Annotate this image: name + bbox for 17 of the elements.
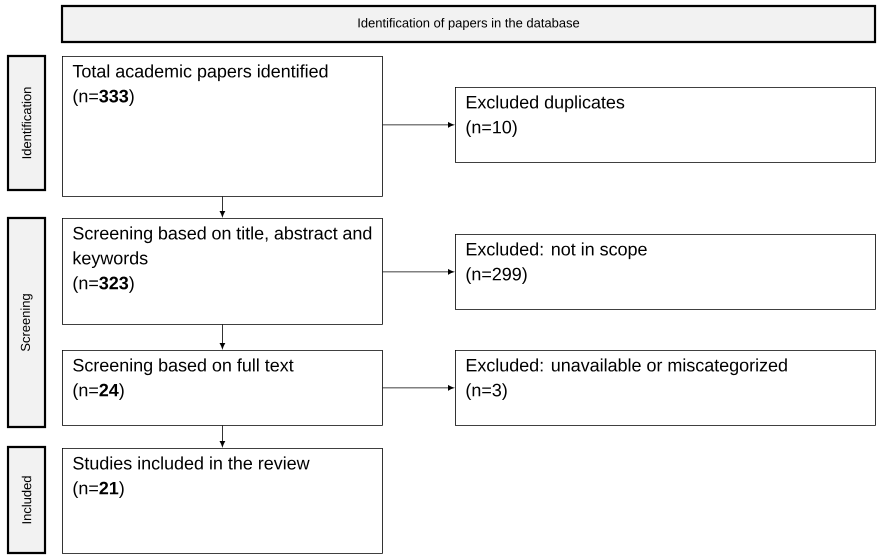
arrow bbox=[382, 122, 454, 128]
stage-band: Screening bbox=[6, 216, 46, 428]
process-box: Excluded duplicates (n=10) bbox=[455, 87, 876, 163]
process-box: Screening based on full text (n=24) bbox=[62, 350, 383, 426]
stage-band: Included bbox=[6, 446, 46, 554]
arrow bbox=[382, 385, 454, 391]
arrow bbox=[220, 425, 226, 447]
process-box: Studies included in the review (n=21) bbox=[62, 448, 383, 554]
arrow bbox=[220, 196, 226, 217]
header-band: Identification of papers in the database bbox=[60, 4, 876, 44]
process-box: Excluded: not in scope (n=299) bbox=[455, 234, 876, 310]
process-box: Screening based on title, abstract and keywords (n=323) bbox=[62, 218, 383, 325]
process-box: Excluded: unavailable or miscategorized (n=3) bbox=[455, 350, 876, 426]
arrow bbox=[220, 324, 226, 349]
arrow bbox=[382, 269, 454, 275]
stage-band: Identification bbox=[6, 54, 46, 192]
process-box: Total academic papers identified (n=333) bbox=[62, 56, 383, 197]
